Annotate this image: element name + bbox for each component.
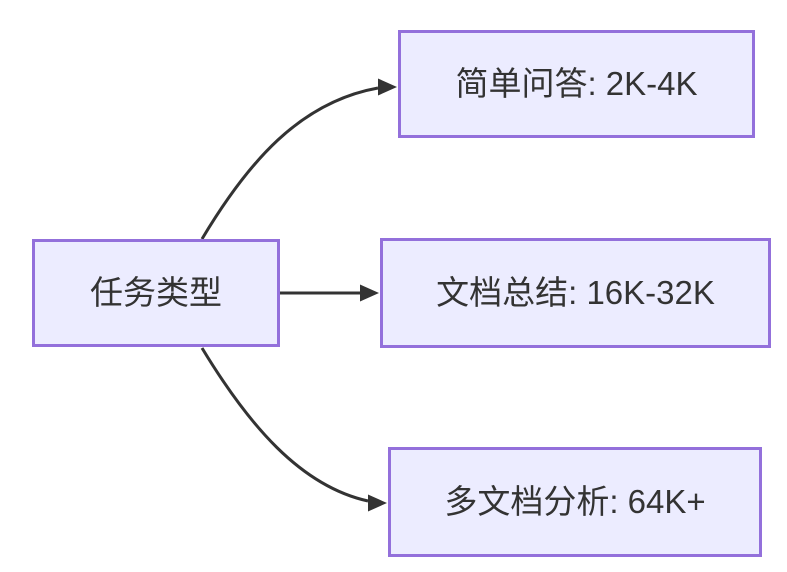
node-multi-doc-analysis-label: 多文档分析: 64K+ (444, 483, 706, 521)
arrowhead-branch2 (368, 494, 387, 512)
node-task-type: 任务类型 (32, 239, 280, 347)
edge-root-to-branch0 (200, 86, 379, 240)
arrowhead-branch1 (360, 284, 379, 302)
arrowhead-branch0 (378, 78, 397, 96)
node-multi-doc-analysis: 多文档分析: 64K+ (388, 447, 762, 557)
node-task-type-label: 任务类型 (90, 274, 222, 312)
node-doc-summary-label: 文档总结: 16K-32K (436, 274, 715, 312)
node-simple-qa-label: 简单问答: 2K-4K (455, 65, 698, 103)
edge-root-to-branch2 (200, 347, 369, 503)
node-doc-summary: 文档总结: 16K-32K (380, 238, 771, 348)
node-simple-qa: 简单问答: 2K-4K (398, 30, 755, 138)
